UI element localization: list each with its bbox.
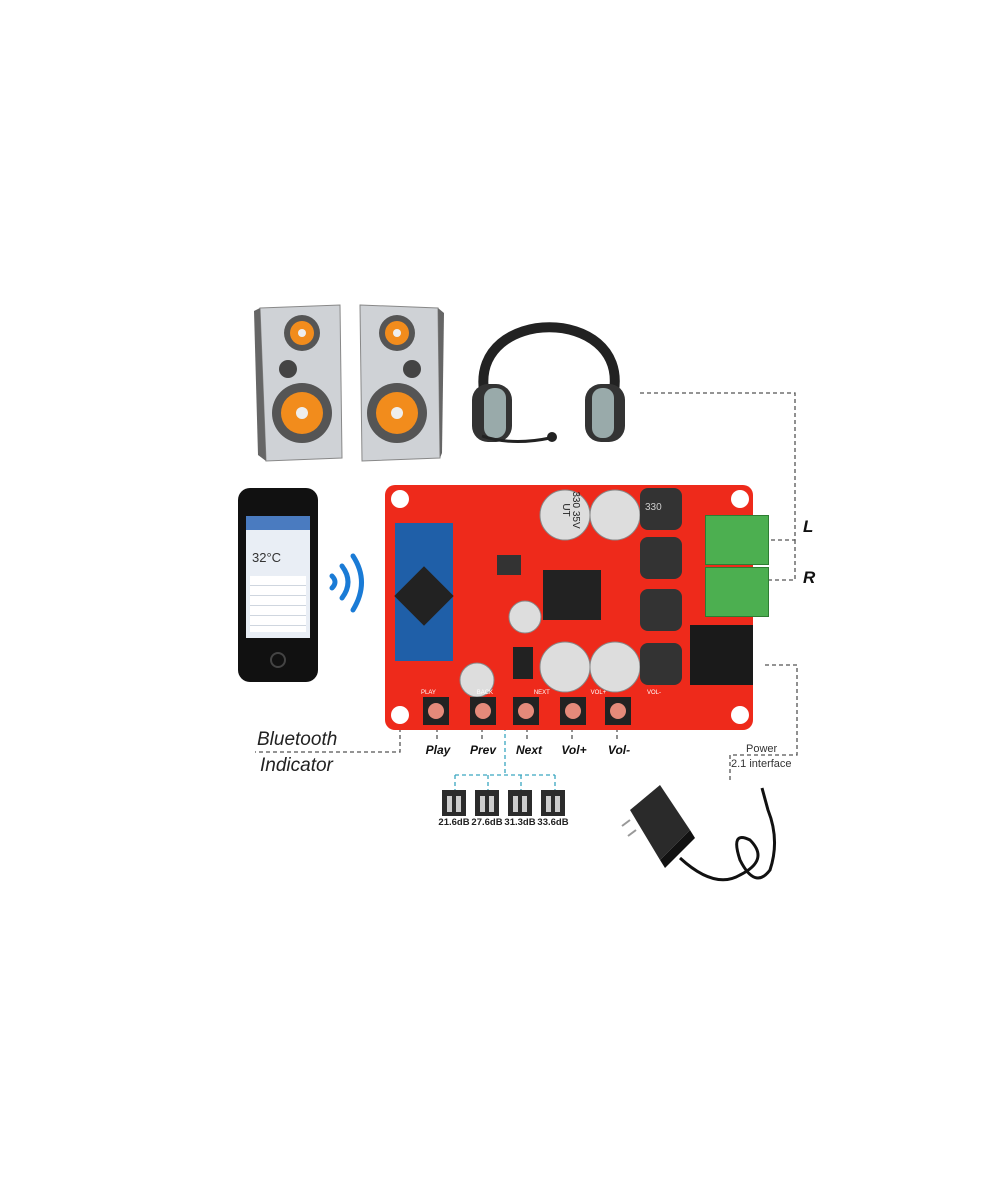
vol-down-label: Vol- [607, 743, 631, 757]
phone-screen: 32°C [246, 516, 310, 638]
gain-label: 31.3dB [504, 817, 536, 828]
home-button [270, 652, 286, 668]
gain-label: 33.6dB [537, 817, 569, 828]
gain-line [454, 720, 556, 790]
bluetooth-label: Bluetooth [257, 729, 338, 750]
dip-switch-icons [442, 790, 565, 816]
gain-label: 27.6dB [471, 817, 503, 828]
indicator-label: Indicator [260, 755, 333, 776]
left-speaker-terminal [705, 515, 769, 565]
board-buttons [423, 697, 631, 725]
dip-switch [513, 647, 533, 679]
next-label: Next [515, 743, 542, 757]
speakers-image [254, 304, 444, 462]
power-interface-label: 2.1 interface [731, 758, 792, 770]
power-jack [690, 625, 753, 685]
play-label: Play [425, 743, 451, 757]
left-channel-label: L [803, 517, 814, 536]
smartphone: 32°C [238, 488, 318, 682]
capacitor-marking: 330 35V UT [560, 491, 581, 529]
power-line [729, 664, 798, 782]
right-channel-line [765, 540, 796, 581]
bluetooth-signal-icon [329, 553, 364, 613]
prev-label: Prev [469, 743, 497, 757]
capacitors [459, 489, 641, 698]
power-adapter-image [621, 785, 776, 882]
gain-label: 21.6dB [438, 817, 470, 828]
right-channel-label: R [803, 568, 816, 587]
right-speaker-terminal [705, 567, 769, 617]
headphone-to-left-line [640, 392, 796, 541]
phone-temperature: 32°C [252, 550, 282, 565]
inductors [640, 488, 682, 685]
vol-up-label: Vol+ [561, 743, 587, 757]
amplifier-chip [543, 570, 601, 620]
amplifier-board [385, 485, 753, 730]
headphones-image [472, 322, 625, 444]
power-label: Power [746, 743, 778, 755]
inductor-marking: 330 [645, 502, 662, 513]
speaker-right [359, 304, 444, 462]
speaker-left [254, 304, 343, 462]
